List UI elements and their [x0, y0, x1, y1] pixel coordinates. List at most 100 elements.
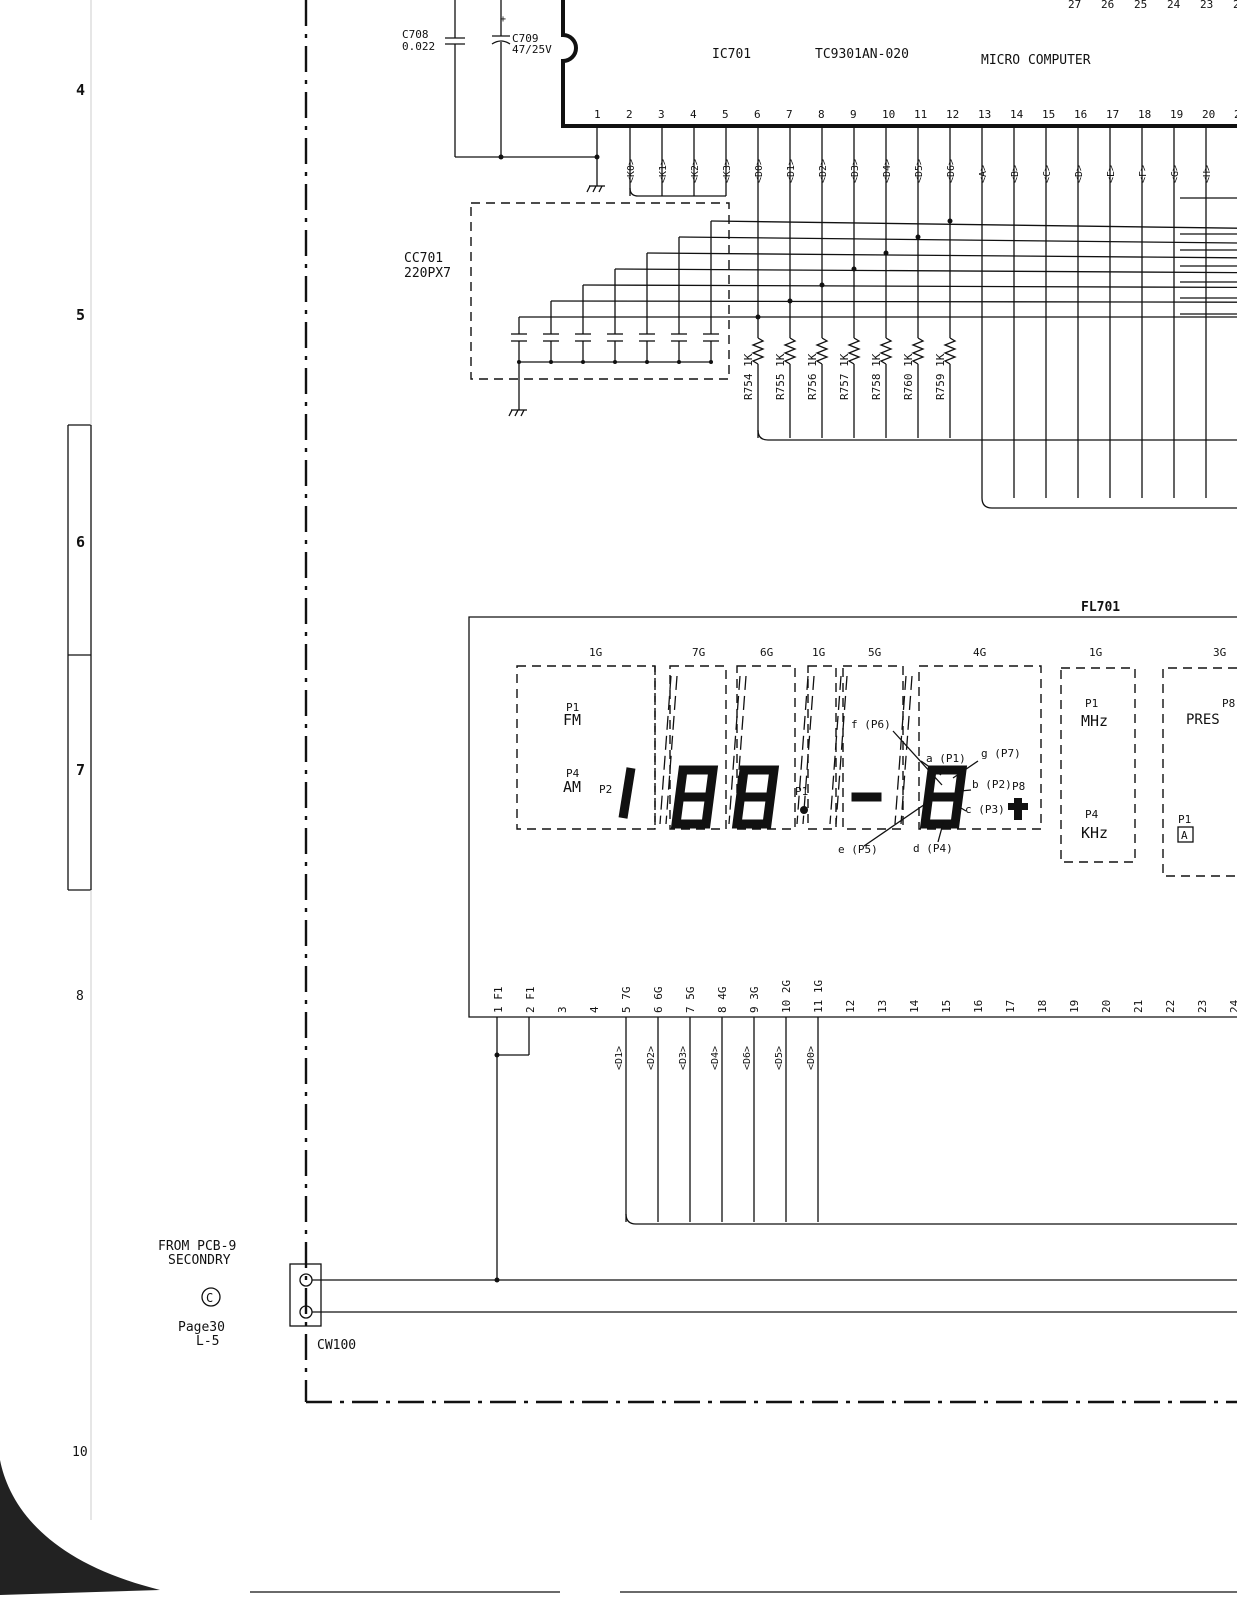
fl-pin-label: 12 [844, 1000, 857, 1013]
resistor-label: R754 1K [742, 353, 755, 400]
grid-label: 1G [812, 646, 825, 659]
ic-pin-number: 19 [1170, 108, 1183, 121]
ic-top-pin-number: 23 [1200, 0, 1213, 11]
am-pin: P4 [566, 767, 580, 780]
segment-callouts: f (P6) a (P1) g (P7) b (P2) c (P3) d (P4… [838, 718, 1021, 856]
cw100-ref: CW100 [317, 1338, 356, 1353]
signal-label: <B> [1010, 165, 1021, 183]
fl-pin-label: 24 [1228, 999, 1237, 1013]
resistor-label: R757 1K [838, 353, 851, 400]
resistor-label: R755 1K [774, 353, 787, 400]
fl-pin-label: 18 [1036, 1000, 1049, 1013]
plus-icon [1008, 798, 1028, 820]
page-ref: Page30 [178, 1320, 225, 1335]
pres-pin: P8 [1222, 697, 1235, 710]
grid-label: 6G [760, 646, 773, 659]
resistor-label: R759 1K [934, 353, 947, 400]
zone-label-8: 8 [76, 989, 84, 1004]
resistor-label: R756 1K [806, 353, 819, 400]
mhz-pin: P1 [1085, 697, 1098, 710]
seven-segment-digits [670, 765, 968, 829]
signal-label: <A> [978, 165, 989, 183]
seg-e-label: e (P5) [838, 843, 878, 856]
box-label: A [1181, 829, 1188, 842]
signal-label: <D5> [914, 159, 925, 183]
seg-a-label: a (P1) [926, 752, 966, 765]
signal-label: <D6> [946, 159, 957, 183]
seg-d-label: d (P4) [913, 842, 953, 855]
ic701-ref: IC701 [712, 47, 751, 62]
box-pin: P1 [1178, 813, 1191, 826]
ic-pin-number: 6 [754, 108, 761, 121]
seven-segment-digit [670, 765, 719, 829]
ic-pin-number: 8 [818, 108, 825, 121]
pres-label: PRES [1186, 712, 1220, 728]
ic-pin-number: 10 [882, 108, 895, 121]
fl-pin-label: 3 [556, 1006, 569, 1013]
c709-ref: C709 [512, 32, 539, 45]
fl-pin-label: 20 [1100, 1000, 1113, 1013]
ic701-desc: MICRO COMPUTER [981, 53, 1091, 68]
signal-label: <K2> [690, 159, 701, 183]
ic701-part: TC9301AN-020 [815, 47, 909, 62]
signal-label: <C> [1042, 165, 1053, 183]
fl-pin-label: 9 3G [748, 987, 761, 1014]
ic701-pin-numbers: 12345678910111213141516171819202 [594, 108, 1237, 121]
ic-pin-number: 12 [946, 108, 959, 121]
fl-pin-label: 21 [1132, 1000, 1145, 1013]
fl-pin-label: 23 [1196, 1000, 1209, 1013]
fl-pin-label: 19 [1068, 1000, 1081, 1013]
c708-ref: C708 [402, 28, 429, 41]
fl-pin-label: 7 5G [684, 987, 697, 1014]
k-bus [629, 187, 726, 197]
ic-pin-number: 16 [1074, 108, 1087, 121]
fl-pin-label: 13 [876, 1000, 889, 1013]
fl-pin-label: 2 F1 [524, 987, 537, 1014]
seven-segment-digit [731, 765, 780, 829]
zone-label-4: 4 [76, 81, 85, 99]
fl-pin-label: 17 [1004, 1000, 1017, 1013]
fl-pin-label: 8 4G [716, 987, 729, 1014]
from-line-2: SECONDRY [168, 1253, 231, 1268]
c709-value: 47/25V [512, 43, 552, 56]
fl701-signal-labels: <D1><D2><D3><D4><D6><D5><D0> [614, 1017, 1237, 1225]
signal-label: <D> [1074, 165, 1085, 183]
zone-label-5: 5 [76, 306, 85, 324]
digit-one [618, 767, 636, 819]
ic-pin-number: 17 [1106, 108, 1119, 121]
signal-label: <K3> [722, 159, 733, 183]
seg-b-label: b (P2) [972, 778, 1012, 791]
signal-label: <K0> [626, 159, 637, 183]
from-line-1: FROM PCB-9 [158, 1239, 236, 1254]
zone-label-6: 6 [76, 533, 85, 551]
p8-label: P8 [1012, 780, 1025, 793]
seven-segment-digit [919, 765, 968, 829]
c709-capacitor: + C709 47/25V [491, 0, 552, 160]
signal-label: <G> [1170, 165, 1181, 183]
ic-pin-number: 13 [978, 108, 991, 121]
cc701-value: 220PX7 [404, 266, 451, 281]
ic701-pin-leads: <K0><K1><K2><K3><D0><D1><D2><D3><D4><D5>… [626, 126, 1213, 197]
ic-pin-number: 2 [626, 108, 633, 121]
zone-label-7: 7 [76, 761, 85, 779]
grid-label: 5G [868, 646, 881, 659]
location-ref: L-5 [196, 1334, 219, 1349]
signal-label: <E> [1106, 165, 1117, 183]
mhz-label: MHz [1081, 712, 1108, 730]
ic-top-pin-number: 27 [1068, 0, 1081, 11]
fm-label: FM [563, 711, 581, 729]
fl-pin-label: 14 [908, 999, 921, 1013]
signal-label: <K1> [658, 159, 669, 183]
c708-capacitor: C708 0.022 [402, 0, 597, 158]
fl-pin-label: 4 [588, 1006, 601, 1013]
ic-pin-number: 5 [722, 108, 729, 121]
fl-pin-label: 10 2G [780, 980, 793, 1013]
khz-pin: P4 [1085, 808, 1099, 821]
source-mark: C [206, 1291, 213, 1305]
zone-scale: 4 5 6 7 8 10 [67, 0, 92, 1520]
p2-label: P2 [599, 783, 612, 796]
